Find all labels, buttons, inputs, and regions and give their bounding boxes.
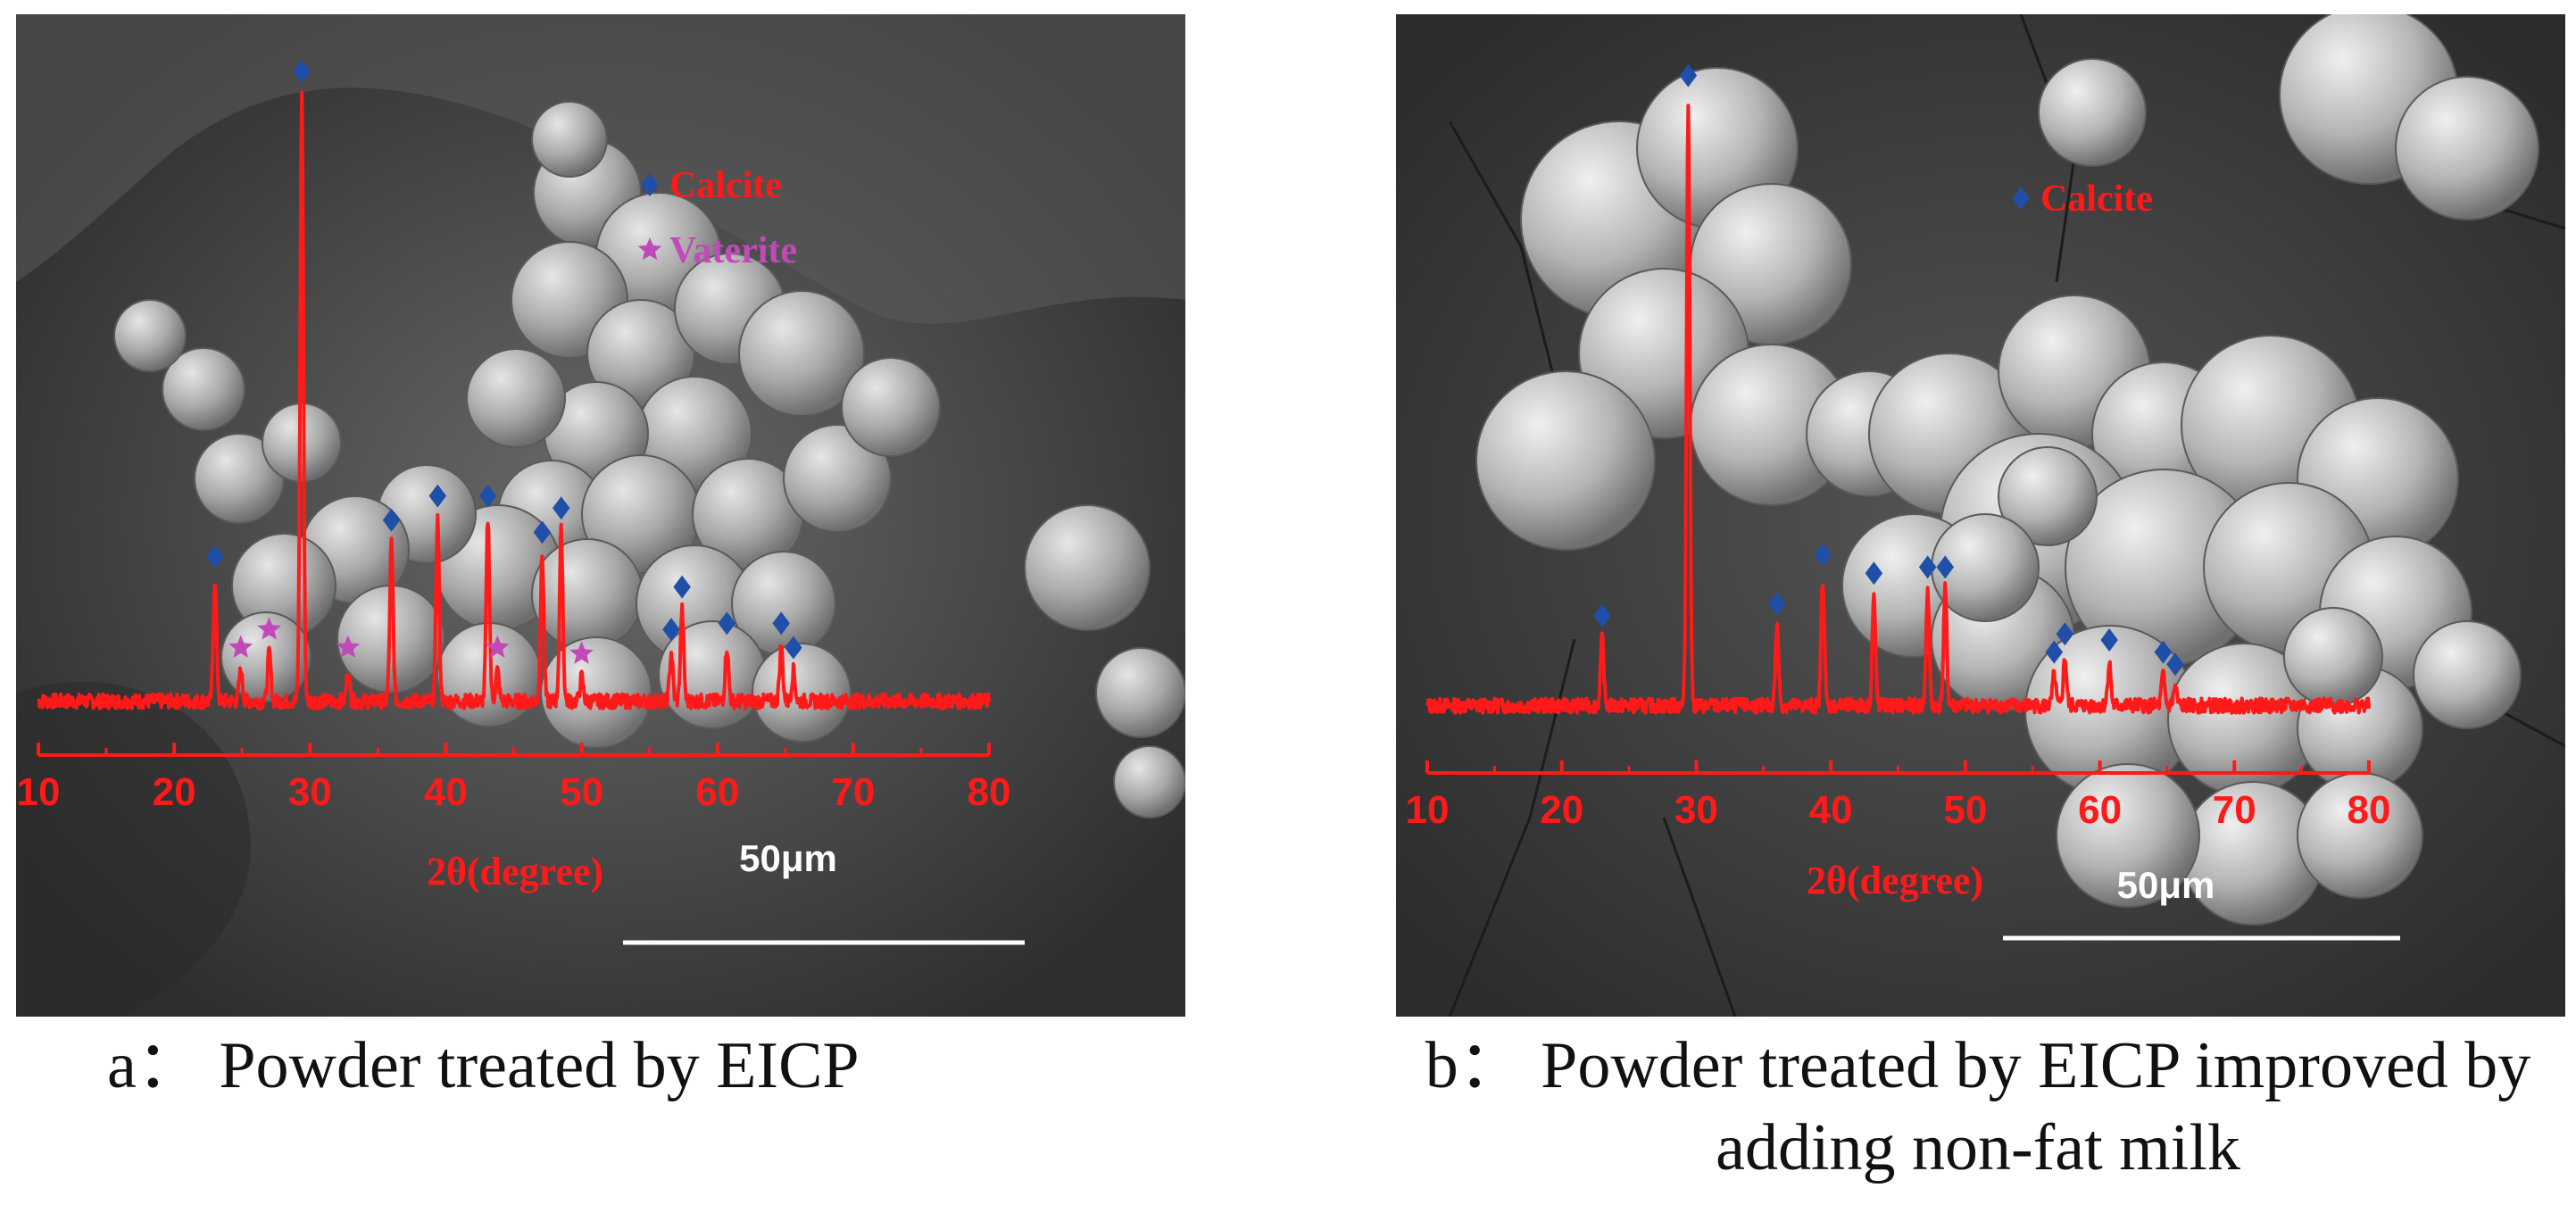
legend-entry-calcite: Calcite bbox=[669, 165, 782, 206]
particle-sphere bbox=[841, 357, 941, 457]
vaterite-marker bbox=[229, 635, 253, 658]
calcite-marker bbox=[478, 484, 497, 508]
calcite-marker bbox=[662, 618, 680, 642]
particle-sphere bbox=[531, 538, 644, 651]
particle-sphere bbox=[2413, 620, 2522, 729]
x-tick-label: 20 bbox=[1540, 788, 1583, 832]
particle-sphere bbox=[113, 299, 187, 372]
vaterite-marker bbox=[637, 237, 662, 261]
calcite-marker bbox=[772, 611, 790, 636]
xrd-pattern-b: 10 20 30 40 50 60 70 80 2θ(degree) Calcite 50μm bbox=[1406, 63, 2400, 941]
sem-panel-b: 10 20 30 40 50 60 70 80 2θ(degree) Calcite 50μm bbox=[1396, 14, 2565, 1017]
particle-sphere bbox=[1998, 446, 2098, 546]
calcite-marker bbox=[206, 544, 224, 569]
calcite-marker bbox=[553, 496, 570, 520]
x-tick-label: 80 bbox=[2347, 788, 2391, 832]
calcite-marker bbox=[2154, 640, 2173, 664]
x-tick-label: 30 bbox=[288, 770, 332, 814]
particle-cluster-a bbox=[113, 101, 1185, 818]
caption-b: b： Powder treated by EICP improved by ad… bbox=[1425, 1029, 2531, 1184]
x-tick-label: 30 bbox=[1674, 788, 1718, 832]
x-tick-label: 40 bbox=[424, 770, 468, 814]
x-tick-label: 50 bbox=[560, 770, 603, 814]
particle-sphere bbox=[752, 643, 852, 743]
calcite-marker bbox=[2056, 622, 2074, 646]
legend-entry-calcite: Calcite bbox=[2040, 179, 2153, 220]
vaterite-marker bbox=[569, 641, 594, 664]
calcite-marker bbox=[382, 508, 401, 532]
calcite-marker bbox=[2045, 640, 2064, 664]
vaterite-marker bbox=[485, 635, 510, 658]
calcite-marker bbox=[1768, 592, 1786, 616]
particle-sphere bbox=[2283, 607, 2383, 707]
calcite-marker bbox=[718, 611, 736, 636]
x-tick-label: 10 bbox=[1406, 788, 1450, 832]
calcite-marker bbox=[641, 173, 659, 196]
xrd-pattern-line bbox=[37, 90, 991, 710]
x-tick-label: 10 bbox=[17, 770, 61, 814]
calcite-marker bbox=[1865, 561, 1883, 586]
sem-surface-fold bbox=[16, 14, 1185, 324]
calcite-marker bbox=[1918, 555, 1937, 579]
x-tick-label: 50 bbox=[1943, 788, 1987, 832]
x-axis-label: 2θ(degree) bbox=[427, 850, 603, 893]
particle-sphere bbox=[2395, 76, 2539, 220]
calcite-marker bbox=[428, 484, 447, 508]
particle-cluster-b bbox=[1475, 14, 2539, 926]
sem-shadow bbox=[16, 681, 252, 1017]
particle-sphere bbox=[1475, 370, 1656, 551]
x-tick-label: 80 bbox=[968, 770, 1011, 814]
calcite-marker bbox=[1679, 63, 1698, 87]
calcite-marker bbox=[293, 59, 311, 83]
scale-bar-label: 50μm bbox=[739, 837, 837, 879]
particle-sphere bbox=[783, 424, 892, 533]
vaterite-marker bbox=[336, 635, 361, 658]
particle-sphere bbox=[531, 101, 608, 178]
particle-sphere bbox=[1113, 745, 1185, 818]
particle-sphere bbox=[1024, 504, 1151, 631]
vaterite-marker bbox=[257, 617, 281, 640]
xrd-pattern-line bbox=[1425, 104, 2371, 715]
xrd-chart-a: 10 20 30 40 50 60 70 80 2θ(degree) CalciteVaterit… bbox=[16, 14, 1185, 1017]
calcite-marker bbox=[533, 520, 552, 544]
x-tick-label: 40 bbox=[1809, 788, 1853, 832]
scale-bar-label: 50μm bbox=[2117, 864, 2215, 906]
particle-sphere bbox=[2056, 763, 2200, 908]
calcite-marker bbox=[2166, 652, 2184, 677]
particle-sphere bbox=[466, 348, 566, 448]
xrd-chart-b: 10 20 30 40 50 60 70 80 2θ(degree) Calcite 50μm bbox=[1396, 14, 2565, 1017]
calcite-marker bbox=[2100, 628, 2118, 652]
particle-sphere bbox=[262, 403, 342, 483]
x-tick-label: 60 bbox=[695, 770, 739, 814]
xrd-pattern-a: 10 20 30 40 50 60 70 80 2θ(degree) CalciteVaterit… bbox=[17, 59, 1025, 945]
particle-sphere bbox=[2038, 58, 2147, 167]
x-tick-label: 60 bbox=[2078, 788, 2122, 832]
particle-sphere bbox=[738, 290, 865, 417]
calcite-marker bbox=[1936, 555, 1954, 579]
x-axis-label: 2θ(degree) bbox=[1807, 859, 1983, 902]
x-tick-label: 20 bbox=[153, 770, 196, 814]
particle-sphere bbox=[540, 636, 652, 749]
x-tick-label: 70 bbox=[831, 770, 875, 814]
calcite-marker bbox=[1593, 603, 1611, 627]
calcite-marker bbox=[785, 636, 802, 660]
x-tick-label: 70 bbox=[2213, 788, 2256, 832]
caption-a: a： Powder treated by EICP bbox=[107, 1029, 860, 1102]
calcite-marker bbox=[2012, 187, 2030, 210]
particle-sphere bbox=[162, 347, 245, 431]
calcite-marker bbox=[673, 575, 691, 599]
legend-entry-vaterite: Vaterite bbox=[669, 230, 797, 271]
particle-sphere bbox=[1095, 647, 1185, 738]
